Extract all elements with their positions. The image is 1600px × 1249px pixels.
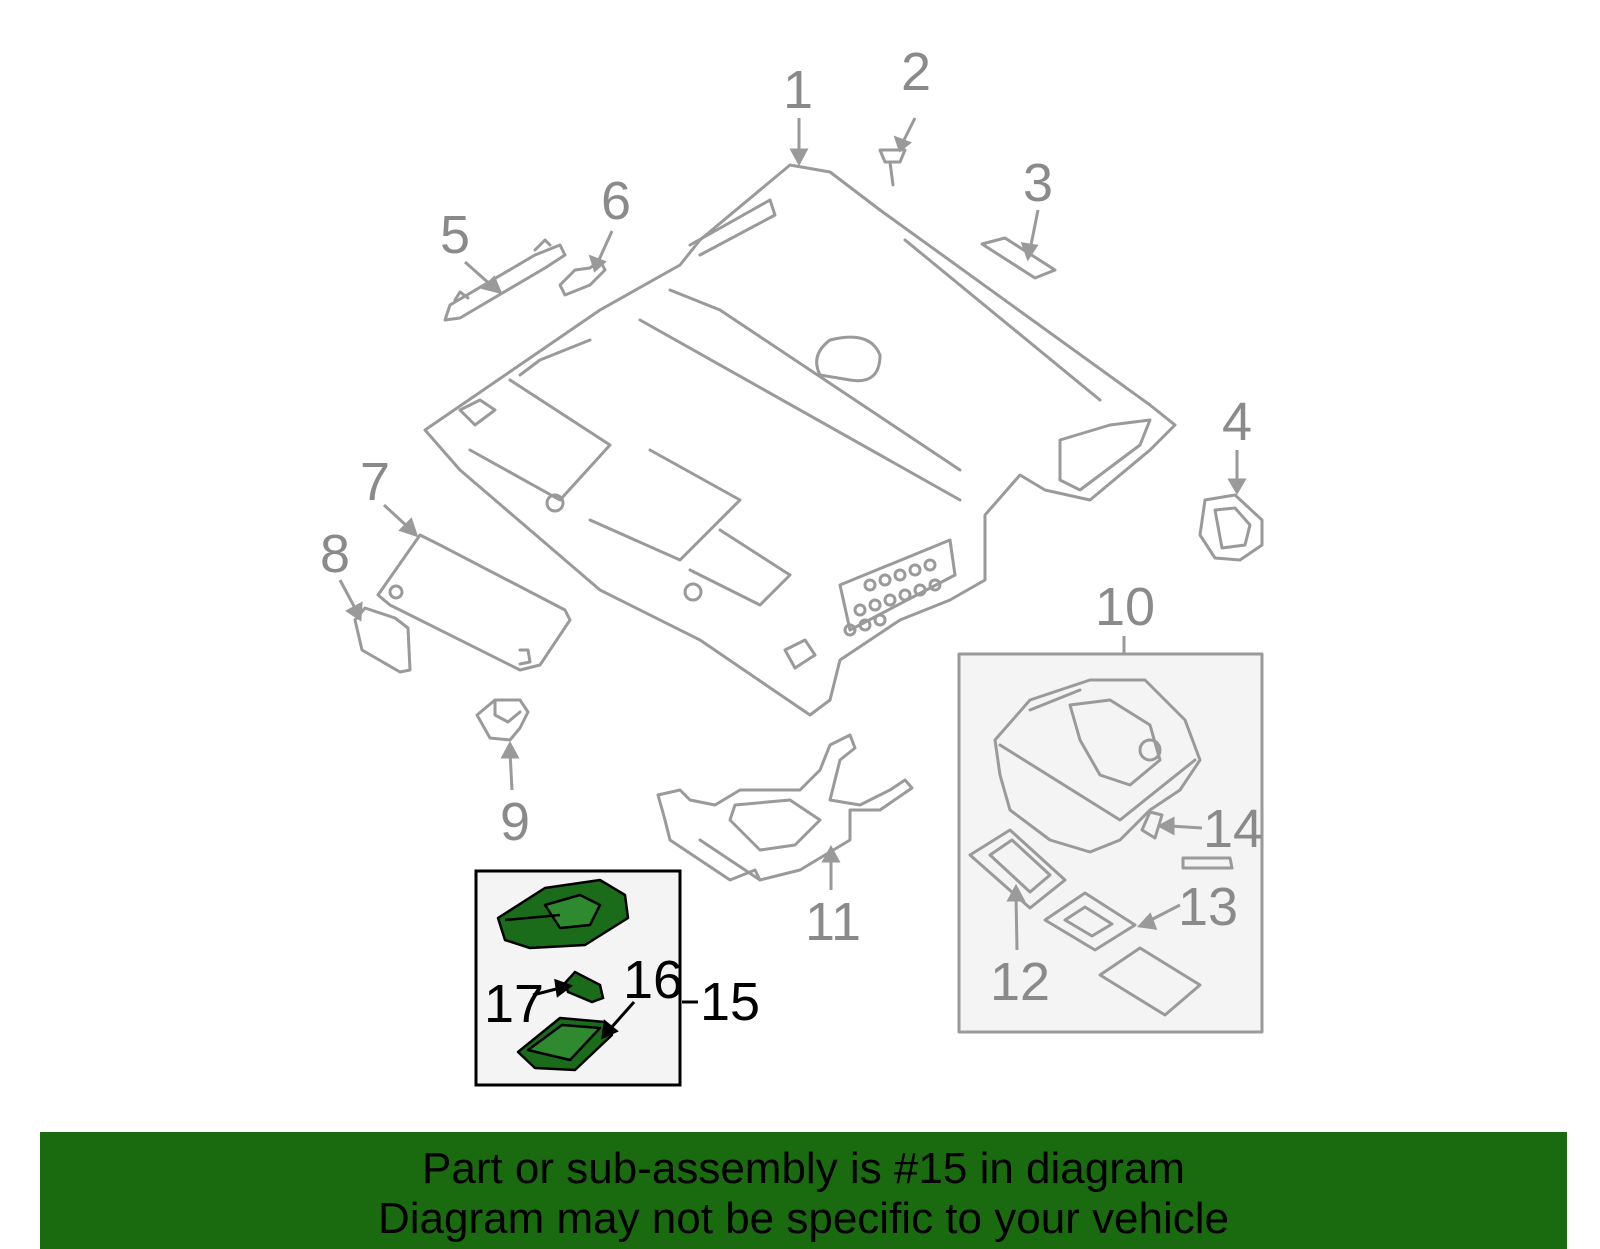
cover-part <box>1198 493 1264 562</box>
callout-14: 14 <box>1203 799 1263 859</box>
bulb-highlighted <box>563 970 605 1004</box>
callout-6: 6 <box>601 171 631 231</box>
holder-part <box>475 698 530 742</box>
bulb-part <box>1140 810 1164 840</box>
banner-line-1: Part or sub-assembly is #15 in diagram <box>422 1144 1185 1193</box>
callout-10: 10 <box>1095 577 1155 637</box>
sun-visor-part <box>376 533 572 672</box>
info-banner: Part or sub-assembly is #15 in diagram D… <box>40 1132 1567 1249</box>
pad-part <box>980 236 1057 280</box>
callout-17: 17 <box>484 974 544 1034</box>
bulb-part-alt <box>1181 856 1234 870</box>
bezel-part <box>1043 891 1137 952</box>
grab-handle-part <box>443 238 567 322</box>
callout-4: 4 <box>1222 392 1252 452</box>
visor-clip-part <box>353 606 412 674</box>
callout-1: 1 <box>783 60 813 120</box>
callout-11: 11 <box>805 892 861 952</box>
lower-cover-part <box>1098 946 1202 1017</box>
callout-7: 7 <box>360 452 390 512</box>
map-lamp-assembly <box>496 878 630 950</box>
banner-line-2: Diagram may not be specific to your vehi… <box>377 1194 1230 1243</box>
callout-3: 3 <box>1023 153 1053 213</box>
lens-part <box>968 828 1067 910</box>
headliner-part <box>423 163 1177 717</box>
frame-part <box>656 733 914 882</box>
callout-12: 12 <box>990 952 1050 1012</box>
clip-part <box>878 148 907 187</box>
callout-8: 8 <box>320 524 350 584</box>
callout-5: 5 <box>440 205 470 265</box>
lamp-lens-highlighted <box>516 1016 614 1072</box>
callout-16: 16 <box>623 950 683 1010</box>
callout-9: 9 <box>500 792 530 852</box>
console-part <box>993 678 1202 854</box>
callout-15: 15 <box>700 972 760 1032</box>
callout-2: 2 <box>901 42 931 102</box>
callout-13: 13 <box>1178 877 1238 937</box>
